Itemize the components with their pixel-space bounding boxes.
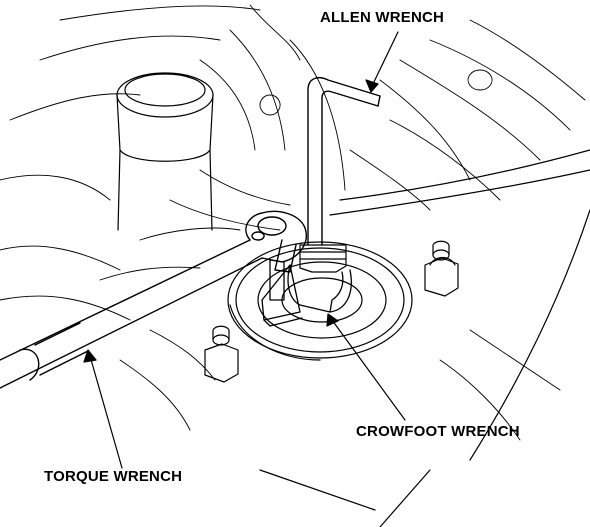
strut-shaft-nut — [299, 244, 347, 273]
engine-bay-background — [0, 4, 586, 441]
leader-torque — [83, 349, 123, 469]
crowfoot-wrench-label: CROWFOOT WRENCH — [356, 423, 520, 440]
mount-nut-left — [204, 325, 239, 383]
strut-tower-panel — [259, 149, 590, 527]
torque-wrench-label: TORQUE WRENCH — [44, 468, 183, 485]
torque-wrench — [0, 210, 307, 389]
reservoir-cap — [116, 72, 214, 231]
strut-mount — [227, 241, 413, 361]
allen-wrench-label: ALLEN WRENCH — [320, 9, 445, 26]
leader-allen — [365, 31, 399, 93]
crowfoot-wrench — [261, 259, 352, 327]
leader-crowfoot — [326, 313, 406, 421]
allen-wrench — [307, 77, 381, 246]
mount-nut-right — [424, 240, 459, 297]
